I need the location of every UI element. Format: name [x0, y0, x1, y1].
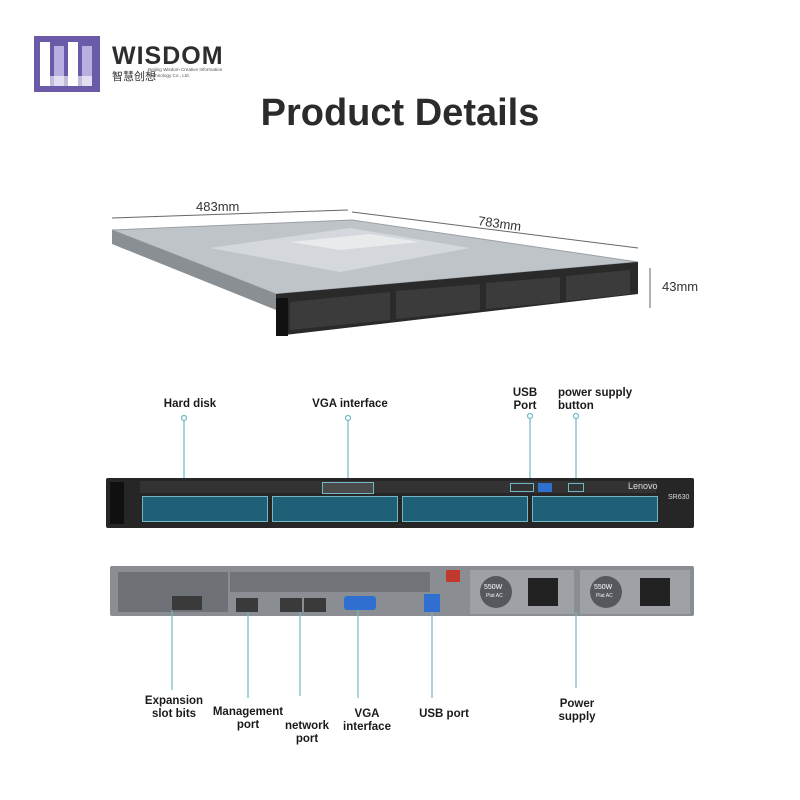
- label-vga-front: VGA interface: [312, 398, 388, 410]
- vga-port-front: [322, 482, 374, 494]
- server-perspective-image: [111, 209, 651, 336]
- front-top-strip: [140, 481, 656, 493]
- usb3-port-front: [538, 483, 552, 492]
- psu-2-fan: [590, 576, 622, 608]
- network-port-2: [304, 598, 326, 612]
- label-vga-rear: VGA interface: [343, 708, 391, 733]
- label-usb-front: USB Port: [512, 387, 538, 412]
- drive-bay-4: [532, 496, 658, 522]
- dimension-width: 483mm: [196, 199, 240, 214]
- psu-1-fan: [480, 576, 512, 608]
- label-expansion: Expansion slot bits: [144, 695, 204, 720]
- label-power-button: power supply button: [558, 387, 633, 412]
- vga-port-rear: [344, 596, 376, 610]
- drive-bay-1: [142, 496, 268, 522]
- brand-name-cn: 智慧创想: [112, 70, 156, 83]
- brand-name: WISDOM: [112, 42, 224, 70]
- front-bay-label: [110, 482, 124, 524]
- label-power-supply: Power supply: [558, 698, 596, 723]
- usb-port-front: [510, 483, 534, 492]
- psu-2-rating: 550W: [594, 584, 613, 591]
- wisdom-logo-icon: [34, 36, 100, 92]
- drive-bay-3: [402, 496, 528, 522]
- page-title: Product Details: [260, 92, 540, 134]
- rear-vent-grid: [230, 572, 430, 592]
- brand-mark-front: Lenovo: [628, 481, 658, 491]
- psu-2-sub: Plat AC: [596, 593, 613, 599]
- model-label-front: SR630: [668, 494, 690, 501]
- power-button-front: [568, 483, 584, 492]
- label-usb-rear: USB port: [419, 708, 469, 720]
- psu-1-socket: [528, 578, 558, 606]
- rear-port-1: [172, 596, 202, 610]
- drive-bay-2: [272, 496, 398, 522]
- brand-subtitle: Beijing Wisdom Creative Information Tech…: [148, 67, 223, 78]
- label-hard-disk: Hard disk: [163, 398, 217, 410]
- psu-1-sub: Plat AC: [486, 593, 503, 599]
- red-tab: [446, 570, 460, 582]
- label-network: network port: [284, 720, 330, 745]
- psu-2-socket: [640, 578, 670, 606]
- dimension-height: 43mm: [662, 279, 699, 294]
- label-management: Management port: [212, 706, 284, 731]
- management-port: [236, 598, 258, 612]
- network-port-1: [280, 598, 302, 612]
- usb-port-rear: [424, 594, 440, 612]
- psu-1-rating: 550W: [484, 584, 503, 591]
